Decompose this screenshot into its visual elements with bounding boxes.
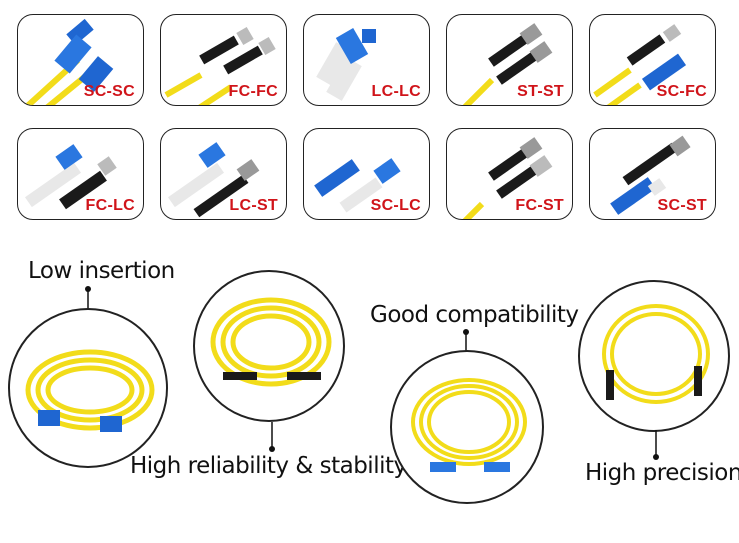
- feature-image-low-insertion: [8, 308, 168, 468]
- feature-image-good-compatibility: [390, 350, 544, 504]
- product-card-sc-st[interactable]: SC-ST: [589, 128, 716, 220]
- product-card-lc-st[interactable]: LC-ST: [160, 128, 287, 220]
- product-card-sc-sc[interactable]: SC-SC: [17, 14, 144, 106]
- card-label: FC-FC: [228, 83, 278, 100]
- card-label: LC-LC: [371, 83, 421, 100]
- feature-image-high-reliability: [193, 270, 345, 422]
- fc-st-patch-cord-image: [462, 137, 553, 219]
- connector-line: [653, 430, 659, 460]
- sc-lc-patch-cord-image: [314, 158, 401, 213]
- fc-lc-patch-cord-image: [24, 144, 117, 210]
- card-label: FC-ST: [515, 197, 564, 214]
- product-card-sc-lc[interactable]: SC-LC: [303, 128, 430, 220]
- st-st-patch-cord-image: [462, 23, 553, 105]
- connector-line: [269, 422, 275, 452]
- product-card-sc-fc[interactable]: SC-FC: [589, 14, 716, 106]
- lc-lc-patch-cord-image: [316, 28, 376, 101]
- card-label: SC-FC: [656, 83, 707, 100]
- feature-label-high-precision: High precision: [585, 460, 739, 486]
- feature-label-good-compatibility: Good compatibility: [370, 302, 579, 328]
- card-label: LC-ST: [229, 197, 278, 214]
- card-label: SC-LC: [370, 197, 421, 214]
- product-card-fc-fc[interactable]: FC-FC: [160, 14, 287, 106]
- sc-fc-patch-cord-image: [593, 24, 687, 105]
- fc-fc-patch-cord-image: [164, 26, 276, 105]
- card-label: FC-LC: [85, 197, 135, 214]
- product-card-lc-lc[interactable]: LC-LC: [303, 14, 430, 106]
- sc-sc-patch-cord-image: [24, 18, 114, 105]
- product-card-st-st[interactable]: ST-ST: [446, 14, 573, 106]
- card-label: SC-ST: [657, 197, 707, 214]
- product-card-fc-st[interactable]: FC-ST: [446, 128, 573, 220]
- product-card-fc-lc[interactable]: FC-LC: [17, 128, 144, 220]
- lc-st-patch-cord-image: [167, 142, 260, 218]
- feature-image-high-precision: [578, 280, 730, 432]
- feature-label-low-insertion: Low insertion: [28, 258, 175, 284]
- card-label: ST-ST: [517, 83, 564, 100]
- card-label: SC-SC: [83, 83, 135, 100]
- sc-st-patch-cord-image: [610, 135, 691, 215]
- feature-label-high-reliability: High reliability & stability: [130, 453, 407, 479]
